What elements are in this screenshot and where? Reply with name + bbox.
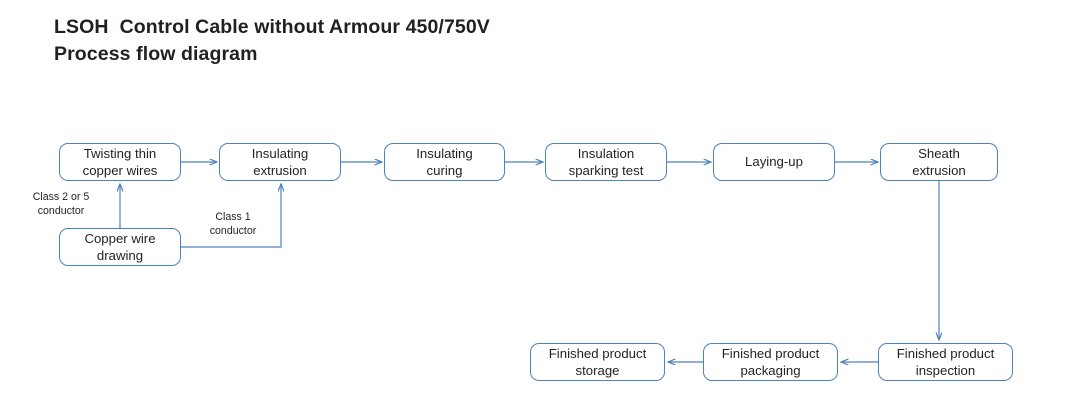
node-copper-wire-drawing[interactable]: Copper wire drawing — [59, 228, 181, 266]
node-label: Insulating curing — [416, 145, 473, 179]
node-laying-up[interactable]: Laying-up — [713, 143, 835, 181]
node-twisting-thin-copper-wires[interactable]: Twisting thin copper wires — [59, 143, 181, 181]
edge-label-class-1-conductor: Class 1 conductor — [209, 211, 257, 237]
node-sheath-extrusion[interactable]: Sheath extrusion — [880, 143, 998, 181]
node-finished-product-inspection[interactable]: Finished product inspection — [878, 343, 1013, 381]
node-label: Insulation sparking test — [568, 145, 644, 179]
node-label: Finished product inspection — [896, 345, 995, 379]
node-insulating-extrusion[interactable]: Insulating extrusion — [219, 143, 341, 181]
edge-label-class-2-or-5-conductor: Class 2 or 5 conductor — [32, 191, 90, 217]
node-label: Finished product packaging — [721, 345, 820, 379]
page-title: LSOH Control Cable without Armour 450/75… — [54, 14, 694, 68]
node-finished-product-storage[interactable]: Finished product storage — [530, 343, 665, 381]
title-line-2: Process flow diagram — [54, 43, 258, 65]
node-label: Sheath extrusion — [912, 145, 966, 179]
node-insulation-sparking-test[interactable]: Insulation sparking test — [545, 143, 667, 181]
title-line-1: LSOH Control Cable without Armour 450/75… — [54, 16, 490, 38]
node-label: Insulating extrusion — [251, 145, 309, 179]
node-finished-product-packaging[interactable]: Finished product packaging — [703, 343, 838, 381]
node-label: Finished product storage — [548, 345, 647, 379]
node-insulating-curing[interactable]: Insulating curing — [384, 143, 505, 181]
node-label: Laying-up — [745, 154, 803, 170]
node-label: Copper wire drawing — [84, 230, 156, 264]
node-label: Twisting thin copper wires — [82, 145, 158, 179]
